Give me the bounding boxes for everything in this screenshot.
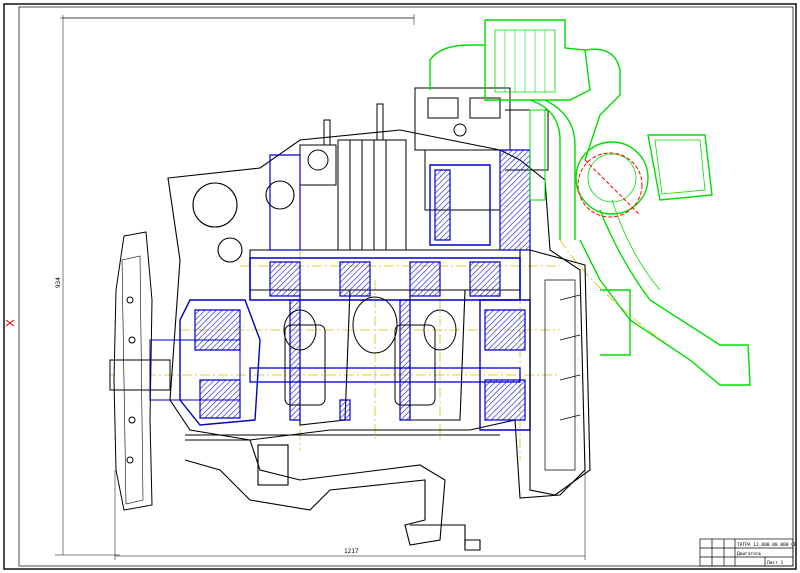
dimension-height: 934 <box>55 277 62 288</box>
dimension-length: 1217 <box>344 548 359 555</box>
oil-sump <box>184 439 481 551</box>
title-block <box>699 538 794 567</box>
drawing-frame <box>3 3 797 570</box>
sectioned-parts <box>149 149 531 436</box>
section-cut <box>577 152 643 218</box>
fuel-injection-pump <box>299 103 407 251</box>
overall-dimensions <box>55 14 586 560</box>
title-block-name: Двигатель <box>737 551 762 557</box>
title-block-designation: ТАТРА 12.000.00.000 СБ <box>737 542 797 548</box>
flywheel-housing <box>529 249 591 496</box>
title-block-sheet: Лист 1 <box>767 560 784 566</box>
attached-units <box>429 19 751 386</box>
crankshaft <box>249 296 521 406</box>
cooling-fan <box>109 231 171 511</box>
